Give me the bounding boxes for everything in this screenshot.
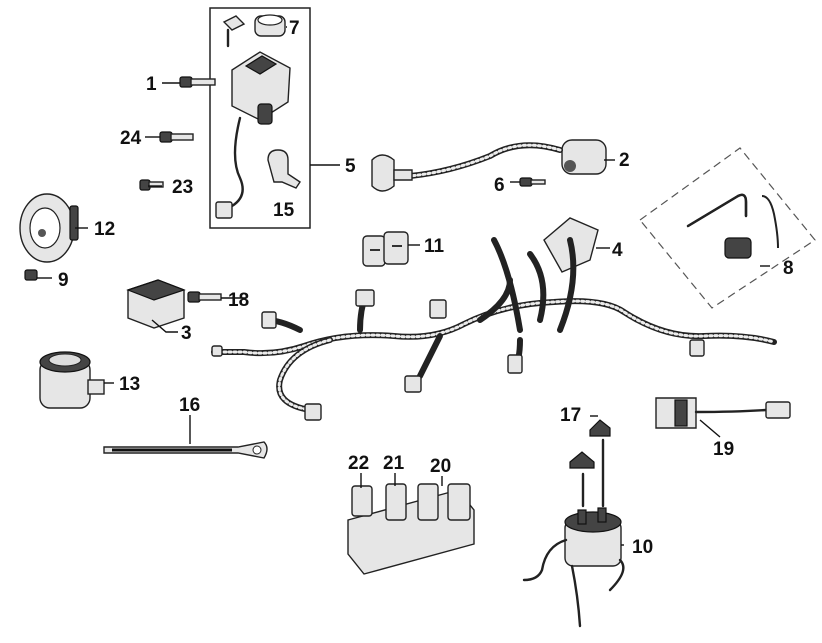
callout-21: 21 bbox=[383, 453, 405, 474]
part-24-bolt bbox=[159, 131, 194, 143]
part-2-ignition-coil bbox=[371, 139, 607, 192]
callout-3: 3 bbox=[181, 323, 192, 344]
callout-6: 6 bbox=[494, 175, 505, 196]
callout-labels: 1 2 3 4 5 6 7 8 9 10 11 12 13 15 16 17 1… bbox=[58, 18, 794, 558]
callout-17: 17 bbox=[560, 405, 581, 426]
callout-8: 8 bbox=[783, 258, 794, 279]
callout-18: 18 bbox=[228, 290, 249, 311]
leader-lines bbox=[37, 26, 770, 546]
part-1-bolt bbox=[179, 76, 216, 88]
part-3-relay bbox=[126, 279, 186, 329]
callout-9: 9 bbox=[58, 270, 69, 291]
callout-12: 12 bbox=[94, 219, 115, 240]
part-12-horn bbox=[19, 193, 79, 263]
part-19-sub-harness bbox=[655, 397, 791, 429]
callout-24: 24 bbox=[120, 128, 142, 149]
part-18-bolt bbox=[187, 291, 222, 303]
part-9-bolt bbox=[24, 269, 38, 281]
callout-22: 22 bbox=[348, 453, 369, 474]
callout-23: 23 bbox=[172, 177, 193, 198]
part-15-seat-lock bbox=[267, 149, 301, 189]
part-13-flasher bbox=[39, 351, 105, 409]
part-10-starter-relay bbox=[522, 507, 625, 628]
fuse-holder-group bbox=[347, 483, 475, 575]
part-11-connector bbox=[362, 231, 409, 267]
callout-15: 15 bbox=[273, 200, 295, 221]
part-5-ignition-switch bbox=[215, 51, 291, 219]
part-16-cable-tie bbox=[103, 441, 268, 459]
part-7-key-cylinder-cap bbox=[222, 14, 286, 48]
callout-4: 4 bbox=[612, 240, 623, 261]
callout-1: 1 bbox=[146, 74, 157, 95]
callout-10: 10 bbox=[632, 537, 653, 558]
callout-13: 13 bbox=[119, 374, 140, 395]
part-17-terminal-caps bbox=[569, 419, 611, 508]
part-8-cable-group bbox=[639, 147, 816, 309]
callout-2: 2 bbox=[619, 150, 630, 171]
part-6-bolt bbox=[519, 177, 546, 187]
callout-16: 16 bbox=[179, 395, 200, 416]
callout-20: 20 bbox=[430, 456, 451, 477]
main-wiring-harness bbox=[211, 237, 777, 421]
ignition-switch-group-frame bbox=[209, 7, 311, 229]
callout-7: 7 bbox=[289, 18, 300, 39]
callout-5: 5 bbox=[345, 156, 356, 177]
part-23-screw bbox=[139, 179, 164, 191]
callout-19: 19 bbox=[713, 439, 734, 460]
callout-11: 11 bbox=[424, 236, 445, 257]
